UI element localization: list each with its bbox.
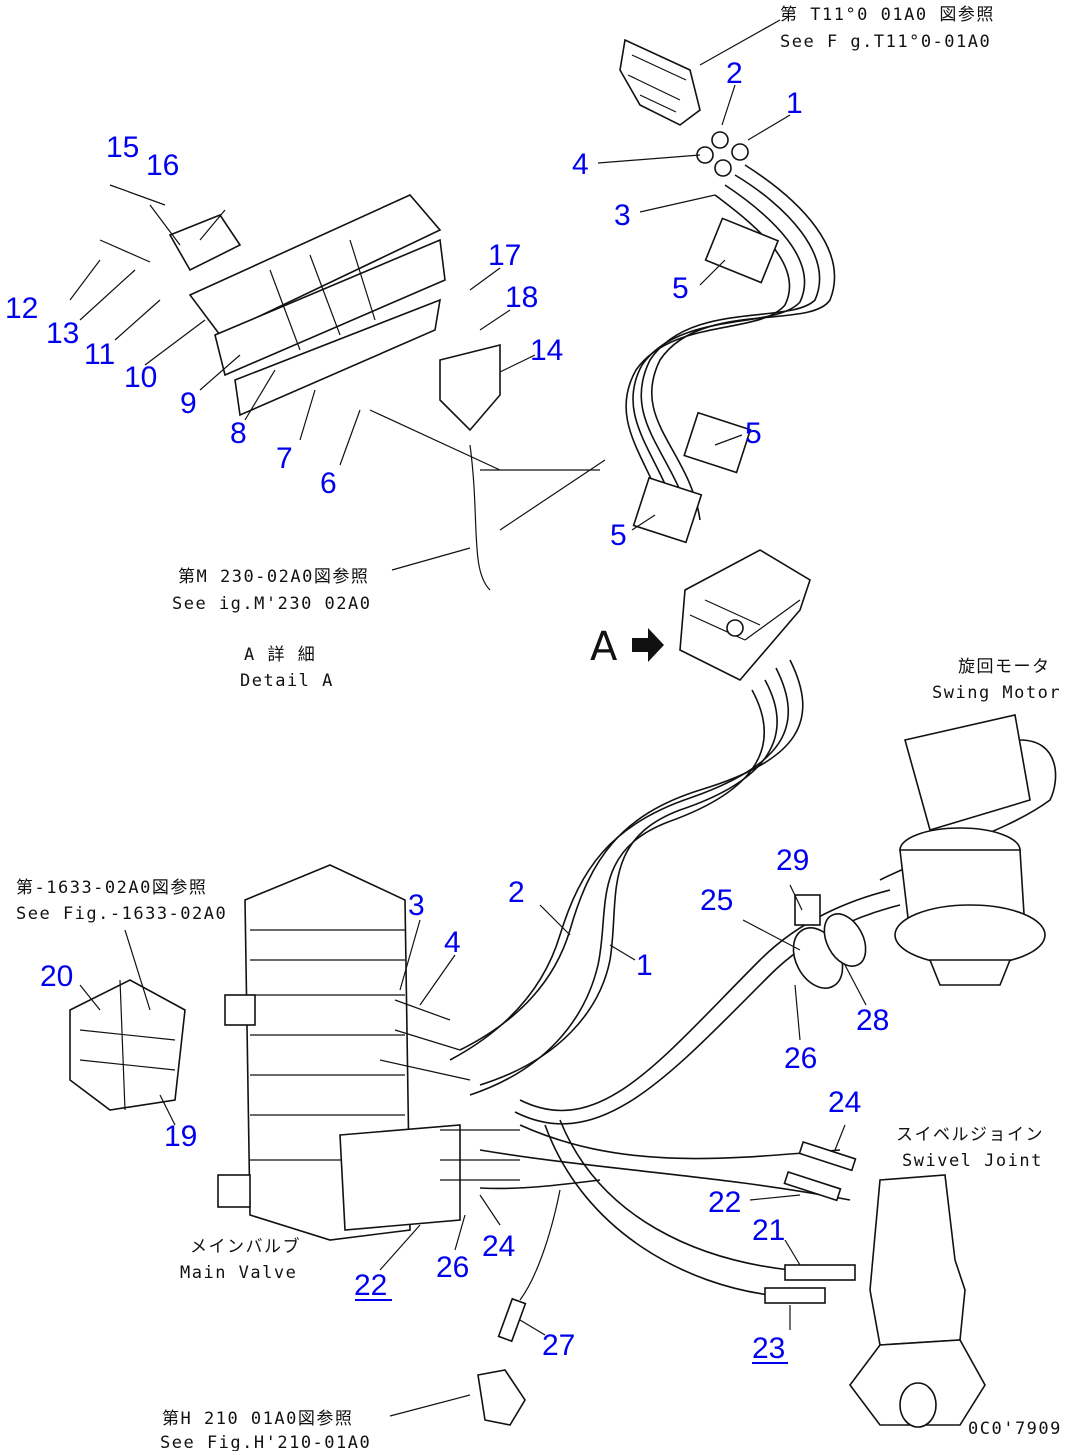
callout-4-top: 4 [572, 148, 589, 181]
callout-5-a: 5 [672, 272, 689, 305]
callout-labels: 2 1 4 3 5 15 16 12 13 11 10 9 8 7 6 17 1… [5, 57, 889, 1365]
callout-22-right: 22 [708, 1186, 741, 1219]
swivel-joint [764, 1140, 986, 1428]
callout-5-c: 5 [610, 519, 627, 552]
hose-28-29 [792, 894, 867, 989]
ref-h210-jp: 第H 210 01A0図参照 [162, 1409, 353, 1429]
callout-15: 15 [106, 131, 139, 164]
detail-a-block [99, 184, 606, 591]
arrow-a-icon [632, 628, 664, 662]
callout-24-left: 24 [482, 1230, 515, 1263]
callout-8: 8 [230, 417, 247, 450]
ref-1633-jp: 第-1633-02A0図参照 [16, 878, 207, 898]
callout-7: 7 [276, 442, 293, 475]
callout-23: 23 [752, 1332, 785, 1365]
callout-1-top: 1 [786, 87, 803, 120]
callout-6: 6 [320, 467, 337, 500]
swivel-joint-jp: スイベルジョイン [896, 1125, 1044, 1145]
pilot-valve-top [619, 38, 701, 126]
swing-motor [894, 714, 1046, 986]
main-valve-en: Main Valve [180, 1263, 297, 1283]
callout-4-lower: 4 [444, 926, 461, 959]
callout-2-top: 2 [726, 57, 743, 90]
drawing-code: 0C0'7909 [968, 1419, 1062, 1439]
junction-block [679, 549, 811, 681]
callout-13: 13 [46, 317, 79, 350]
hose-clamps [632, 217, 780, 544]
callout-18: 18 [505, 281, 538, 314]
ref-m230-jp: 第M 230-02A0図参照 [178, 567, 369, 587]
hose-fittings [696, 131, 749, 177]
fitting-27 [477, 1297, 527, 1426]
swivel-joint-en: Swivel Joint [902, 1151, 1043, 1171]
callout-1-lower: 1 [636, 949, 653, 982]
ref-t110-en: See F g.T11°0-01A0 [780, 32, 991, 52]
arrow-a-label: A [590, 624, 618, 670]
detail-a-jp: A 詳 細 [244, 645, 316, 665]
ref-1633-en: See Fig.-1633-02A0 [16, 904, 227, 924]
connector-19-20 [69, 979, 186, 1111]
callout-3-top: 3 [614, 199, 631, 232]
main-valve-jp: メインバルブ [190, 1236, 301, 1257]
callout-24-right: 24 [828, 1086, 861, 1119]
callout-21: 21 [752, 1214, 785, 1247]
swing-motor-en: Swing Motor [932, 683, 1061, 703]
reference-captions: 第 T11°0 01A0 図参照 See F g.T11°0-01A0 第M 2… [16, 5, 1062, 1453]
swivel-hoses [479, 1119, 851, 1301]
ref-h210-en: See Fig.H'210-01A0 [160, 1433, 371, 1451]
callout-underlines [355, 1299, 788, 1364]
callout-2-lower: 2 [508, 876, 525, 909]
ref-m230-en: See ig.M'230 02A0 [172, 594, 372, 614]
callout-29: 29 [776, 844, 809, 877]
callout-9: 9 [180, 387, 197, 420]
callout-22-left: 22 [354, 1269, 387, 1302]
hose-bundle-lower [449, 659, 804, 1096]
callout-28: 28 [856, 1004, 889, 1037]
callout-26-right: 26 [784, 1042, 817, 1075]
callout-25: 25 [700, 884, 733, 917]
main-valve [217, 864, 520, 1241]
callout-12: 12 [5, 292, 38, 325]
callout-17: 17 [488, 239, 521, 272]
leader-lines [69, 19, 867, 1417]
callout-20: 20 [40, 960, 73, 993]
callout-3-lower: 3 [408, 889, 425, 922]
callout-10: 10 [124, 361, 157, 394]
callout-5-b: 5 [745, 417, 762, 450]
callout-26-left: 26 [436, 1251, 469, 1284]
callout-16: 16 [146, 149, 179, 182]
callout-27: 27 [542, 1329, 575, 1362]
swing-motor-jp: 旋回モータ [958, 657, 1051, 677]
ref-t110-jp: 第 T11°0 01A0 図参照 [780, 5, 995, 25]
callout-11: 11 [84, 338, 115, 371]
detail-a-en: Detail A [240, 671, 334, 691]
callout-19: 19 [164, 1120, 197, 1153]
callout-14: 14 [530, 334, 563, 367]
